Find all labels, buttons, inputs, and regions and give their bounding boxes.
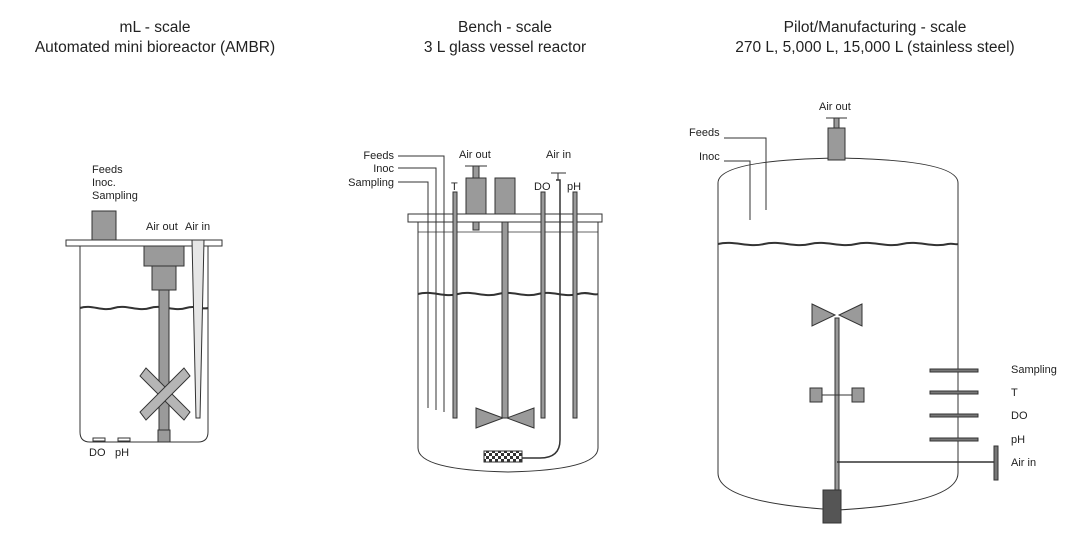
bench-label-feeds: Feeds [363,150,394,162]
bench-impeller-left [475,407,505,429]
ambr-label-sampling: Sampling [92,190,138,202]
pilot-t-port [929,390,979,395]
bench-inoc-line [398,167,437,410]
pilot-label-feeds: Feeds [689,127,720,139]
bench-sampling-line [398,181,429,408]
bench-label-air-out: Air out [459,149,491,161]
pilot-label-air-out: Air out [819,101,851,113]
pilot-reactor [717,117,999,524]
pilot-bottom-outlet [822,489,842,524]
bench-heading: Bench - scale 3 L glass vessel reactor [355,18,655,58]
pilot-impeller-top-right [837,303,863,327]
ambr-label-inoc: Inoc. [92,177,116,189]
ambr-vessel [79,246,209,443]
bench-label-do: DO [534,181,551,193]
pilot-sampling-port [929,368,979,373]
bench-air-out-condenser [465,177,487,215]
bench-label-sampling: Sampling [348,177,394,189]
pilot-tank [717,157,959,511]
pilot-label-sampling: Sampling [1011,364,1057,376]
pilot-rushton-left [809,387,823,403]
bench-do-probe [540,191,546,419]
bench-air-in-line [522,179,561,459]
pilot-subtitle: 270 L, 5,000 L, 15,000 L (stainless stee… [735,39,1015,56]
pilot-air-out-nozzle [827,127,846,161]
ambr-label-feeds: Feeds [92,164,123,176]
bench-vessel [417,222,599,473]
bench-reactor [398,155,603,473]
ambr-subtitle: Automated mini bioreactor (AMBR) [34,39,276,56]
pilot-labels: Air out Feeds Inoc Sampling T DO pH Air … [689,101,1057,469]
ambr-labels: Feeds Inoc. Sampling Air out Air in DO p… [89,164,210,459]
ambr-reactor [65,210,223,443]
bench-feeds-line [398,155,445,412]
bench-ph-probe [572,191,578,419]
bench-label-t: T [451,181,458,193]
ambr-heading: mL - scale Automated mini bioreactor (AM… [0,18,310,58]
ambr-feeds-port [91,210,117,241]
ambr-label-air-in: Air in [185,221,210,233]
bench-impeller-right [505,407,535,429]
pilot-label-inoc: Inoc [699,151,720,163]
ambr-title: mL - scale [119,19,191,36]
pilot-heading: Pilot/Manufacturing - scale 270 L, 5,000… [690,18,1060,58]
bench-sparger [483,450,523,463]
ambr-ph-sensor [117,437,131,442]
bench-motor [494,177,516,215]
ambr-label-do: DO [89,447,106,459]
pilot-rushton-right [851,387,865,403]
pilot-air-in-valve [993,445,999,481]
ambr-impeller-blade-b [139,367,191,421]
pilot-do-port [929,413,979,418]
pilot-label-ph: pH [1011,434,1025,446]
ambr-do-sensor [92,437,106,442]
pilot-label-t: T [1011,387,1018,399]
pilot-feeds-line [724,137,767,210]
pilot-impeller-top-left [811,303,837,327]
pilot-inoc-line [724,160,751,220]
pilot-label-air-in: Air in [1011,457,1036,469]
bench-label-ph: pH [567,181,581,193]
bench-title: Bench - scale [458,19,552,36]
pilot-label-do: DO [1011,410,1028,422]
ambr-shaft-housing [151,265,177,291]
pilot-ph-port [929,437,979,442]
ambr-label-ph: pH [115,447,129,459]
bench-labels: Feeds Inoc Sampling T Air out Air in DO … [348,149,581,193]
bench-label-inoc: Inoc [373,163,394,175]
bench-t-probe [452,191,458,419]
bench-label-air-in: Air in [546,149,571,161]
ambr-shaft [158,289,170,441]
ambr-air-in-tube [191,239,205,419]
ambr-label-air-out: Air out [146,221,178,233]
pilot-shaft [834,317,840,511]
ambr-air-out-head [143,245,185,267]
ambr-liquid-level [79,305,209,311]
pilot-liquid-level [717,241,959,247]
pilot-title: Pilot/Manufacturing - scale [783,19,967,36]
bench-shaft [501,221,509,419]
bench-subtitle: 3 L glass vessel reactor [423,39,587,56]
